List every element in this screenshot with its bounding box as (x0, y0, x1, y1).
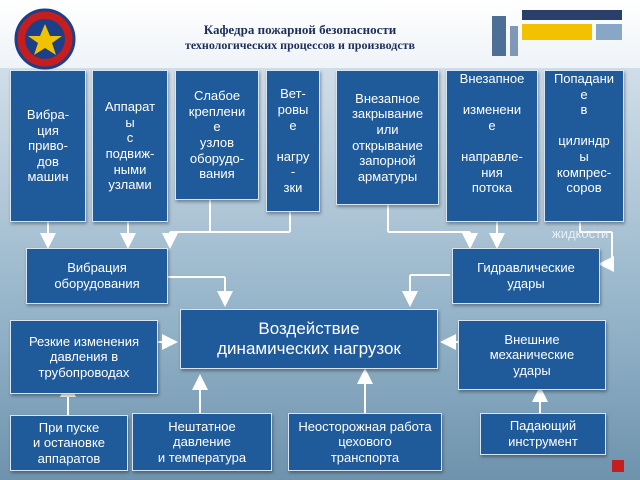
cause-box-moving-apparatus: Аппарат ы с подвиж- ными узлами (92, 70, 168, 222)
central-dynamic-loads-box: Воздействие динамических нагрузок (180, 309, 438, 369)
bottom-box-careless-transport: Неосторожная работа цехового транспорта (288, 413, 442, 471)
bottom-box-startup-shutdown: При пуске и остановке аппаратов (10, 415, 128, 471)
university-logo (492, 10, 622, 56)
hydraulic-shock-box: Гидравлические удары (452, 248, 600, 304)
cause-box-liquid-in-cylinders: Попадани е в цилиндр ы компрес- соров (544, 70, 624, 222)
slide-corner-mark (612, 460, 624, 472)
page-title: Кафедра пожарной безопасности (203, 22, 397, 37)
external-impacts-box: Внешние механические удары (458, 320, 606, 390)
bottom-box-abnormal-pressure: Нештатное давление и температура (132, 413, 272, 471)
cause-box-valve-closing: Внезапное закрывание или открывание запо… (336, 70, 439, 205)
pressure-changes-box: Резкие изменения давления в трубопровода… (10, 320, 158, 394)
overflow-text: жидкости (552, 226, 609, 241)
bottom-box-falling-tool: Падающий инструмент (480, 413, 606, 455)
cause-box-drive-vibration: Вибра- ция приво- дов машин (10, 70, 86, 222)
cause-box-weak-fastening: Слабое креплени е узлов оборудо- вания (175, 70, 259, 200)
cause-box-flow-change: Внезапное изменени е направле- ния поток… (446, 70, 538, 222)
vibration-box: Вибрация оборудования (26, 248, 168, 304)
page-subtitle: технологических процессов и производств (184, 38, 416, 52)
emblem-icon (14, 8, 76, 70)
cause-box-wind-loads: Вет- ровы е нагру - зки (266, 70, 320, 212)
